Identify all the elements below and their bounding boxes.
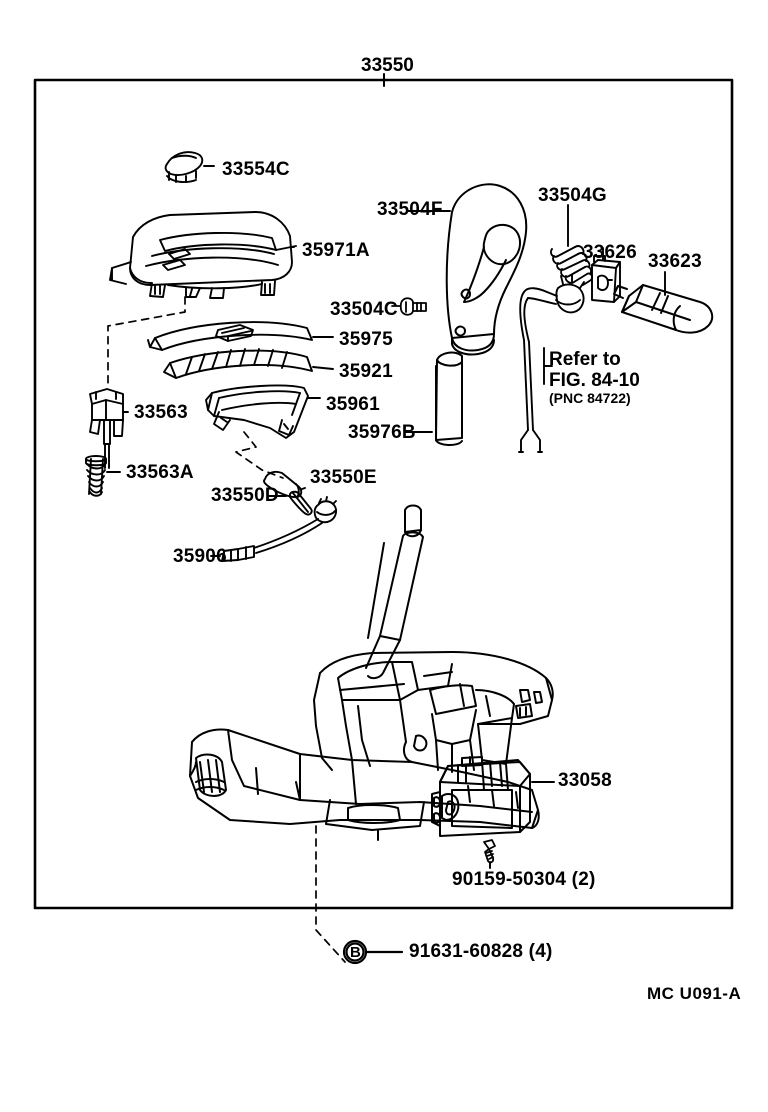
part-35975-shape [147, 321, 313, 351]
circled-b-letter: B [350, 944, 362, 961]
reference-note-line3: (PNC 84722) [549, 390, 631, 407]
callout-35975: 35975 [339, 329, 393, 350]
callout-33623: 33623 [648, 251, 702, 272]
callout-33626: 33626 [583, 242, 637, 263]
part-90159-screw-shape [483, 839, 496, 864]
reference-note: Refer to FIG. 84-10 (PNC 84722) [549, 349, 640, 407]
part-33504g-shape [550, 245, 593, 286]
callout-33550e: 33550E [310, 467, 377, 488]
part-33550d-shape [289, 490, 313, 516]
part-33504f-shape [445, 183, 528, 356]
part-33554c-shape [164, 151, 204, 184]
part-33058-shape [431, 756, 531, 837]
part-33623-shape [613, 284, 714, 334]
diagram-frame [33, 78, 734, 910]
callout-35976b: 35976B [348, 422, 416, 443]
refer-to-wire-harness [518, 274, 585, 453]
leader-dashed-33563 [107, 296, 186, 389]
callout-33563: 33563 [134, 402, 188, 423]
leader-35971a [275, 245, 297, 251]
leader-33550e [301, 487, 306, 490]
callout-35971a: 35971A [302, 240, 370, 261]
part-35921-shape [163, 348, 313, 379]
callout-33504g: 33504G [538, 185, 607, 206]
callout-91631-60828: 91631-60828 (4) [409, 941, 553, 962]
part-35961-shape [205, 384, 309, 439]
reference-note-line1: Refer to [549, 349, 621, 370]
callout-33554c: 33554C [222, 159, 290, 180]
footer-code: MC U091-A [647, 984, 742, 1003]
reference-note-line2: FIG. 84-10 [549, 369, 640, 391]
leader-35921 [312, 366, 334, 370]
callout-33504c: 33504C [330, 299, 398, 320]
page-title: 33550 [361, 55, 414, 76]
symbol-circled-b [342, 939, 368, 965]
callout-35921: 35921 [339, 361, 393, 382]
callout-90159-50304: 90159-50304 (2) [452, 869, 596, 890]
callout-33504f: 33504F [377, 199, 443, 220]
part-35976b-shape [435, 351, 463, 446]
part-35906-shape [221, 496, 338, 562]
callout-35961: 35961 [326, 394, 380, 415]
part-33626-shape [591, 255, 621, 303]
part-33563a-shape [85, 455, 107, 497]
part-35971a-shape [109, 211, 293, 299]
part-33504c-shape [399, 297, 427, 316]
callout-35906: 35906 [173, 546, 227, 567]
callout-33563a: 33563A [126, 462, 194, 483]
callout-33058: 33058 [558, 770, 612, 791]
leader-dashed-91631 [315, 825, 346, 963]
callout-33550d: 33550D [211, 485, 279, 506]
